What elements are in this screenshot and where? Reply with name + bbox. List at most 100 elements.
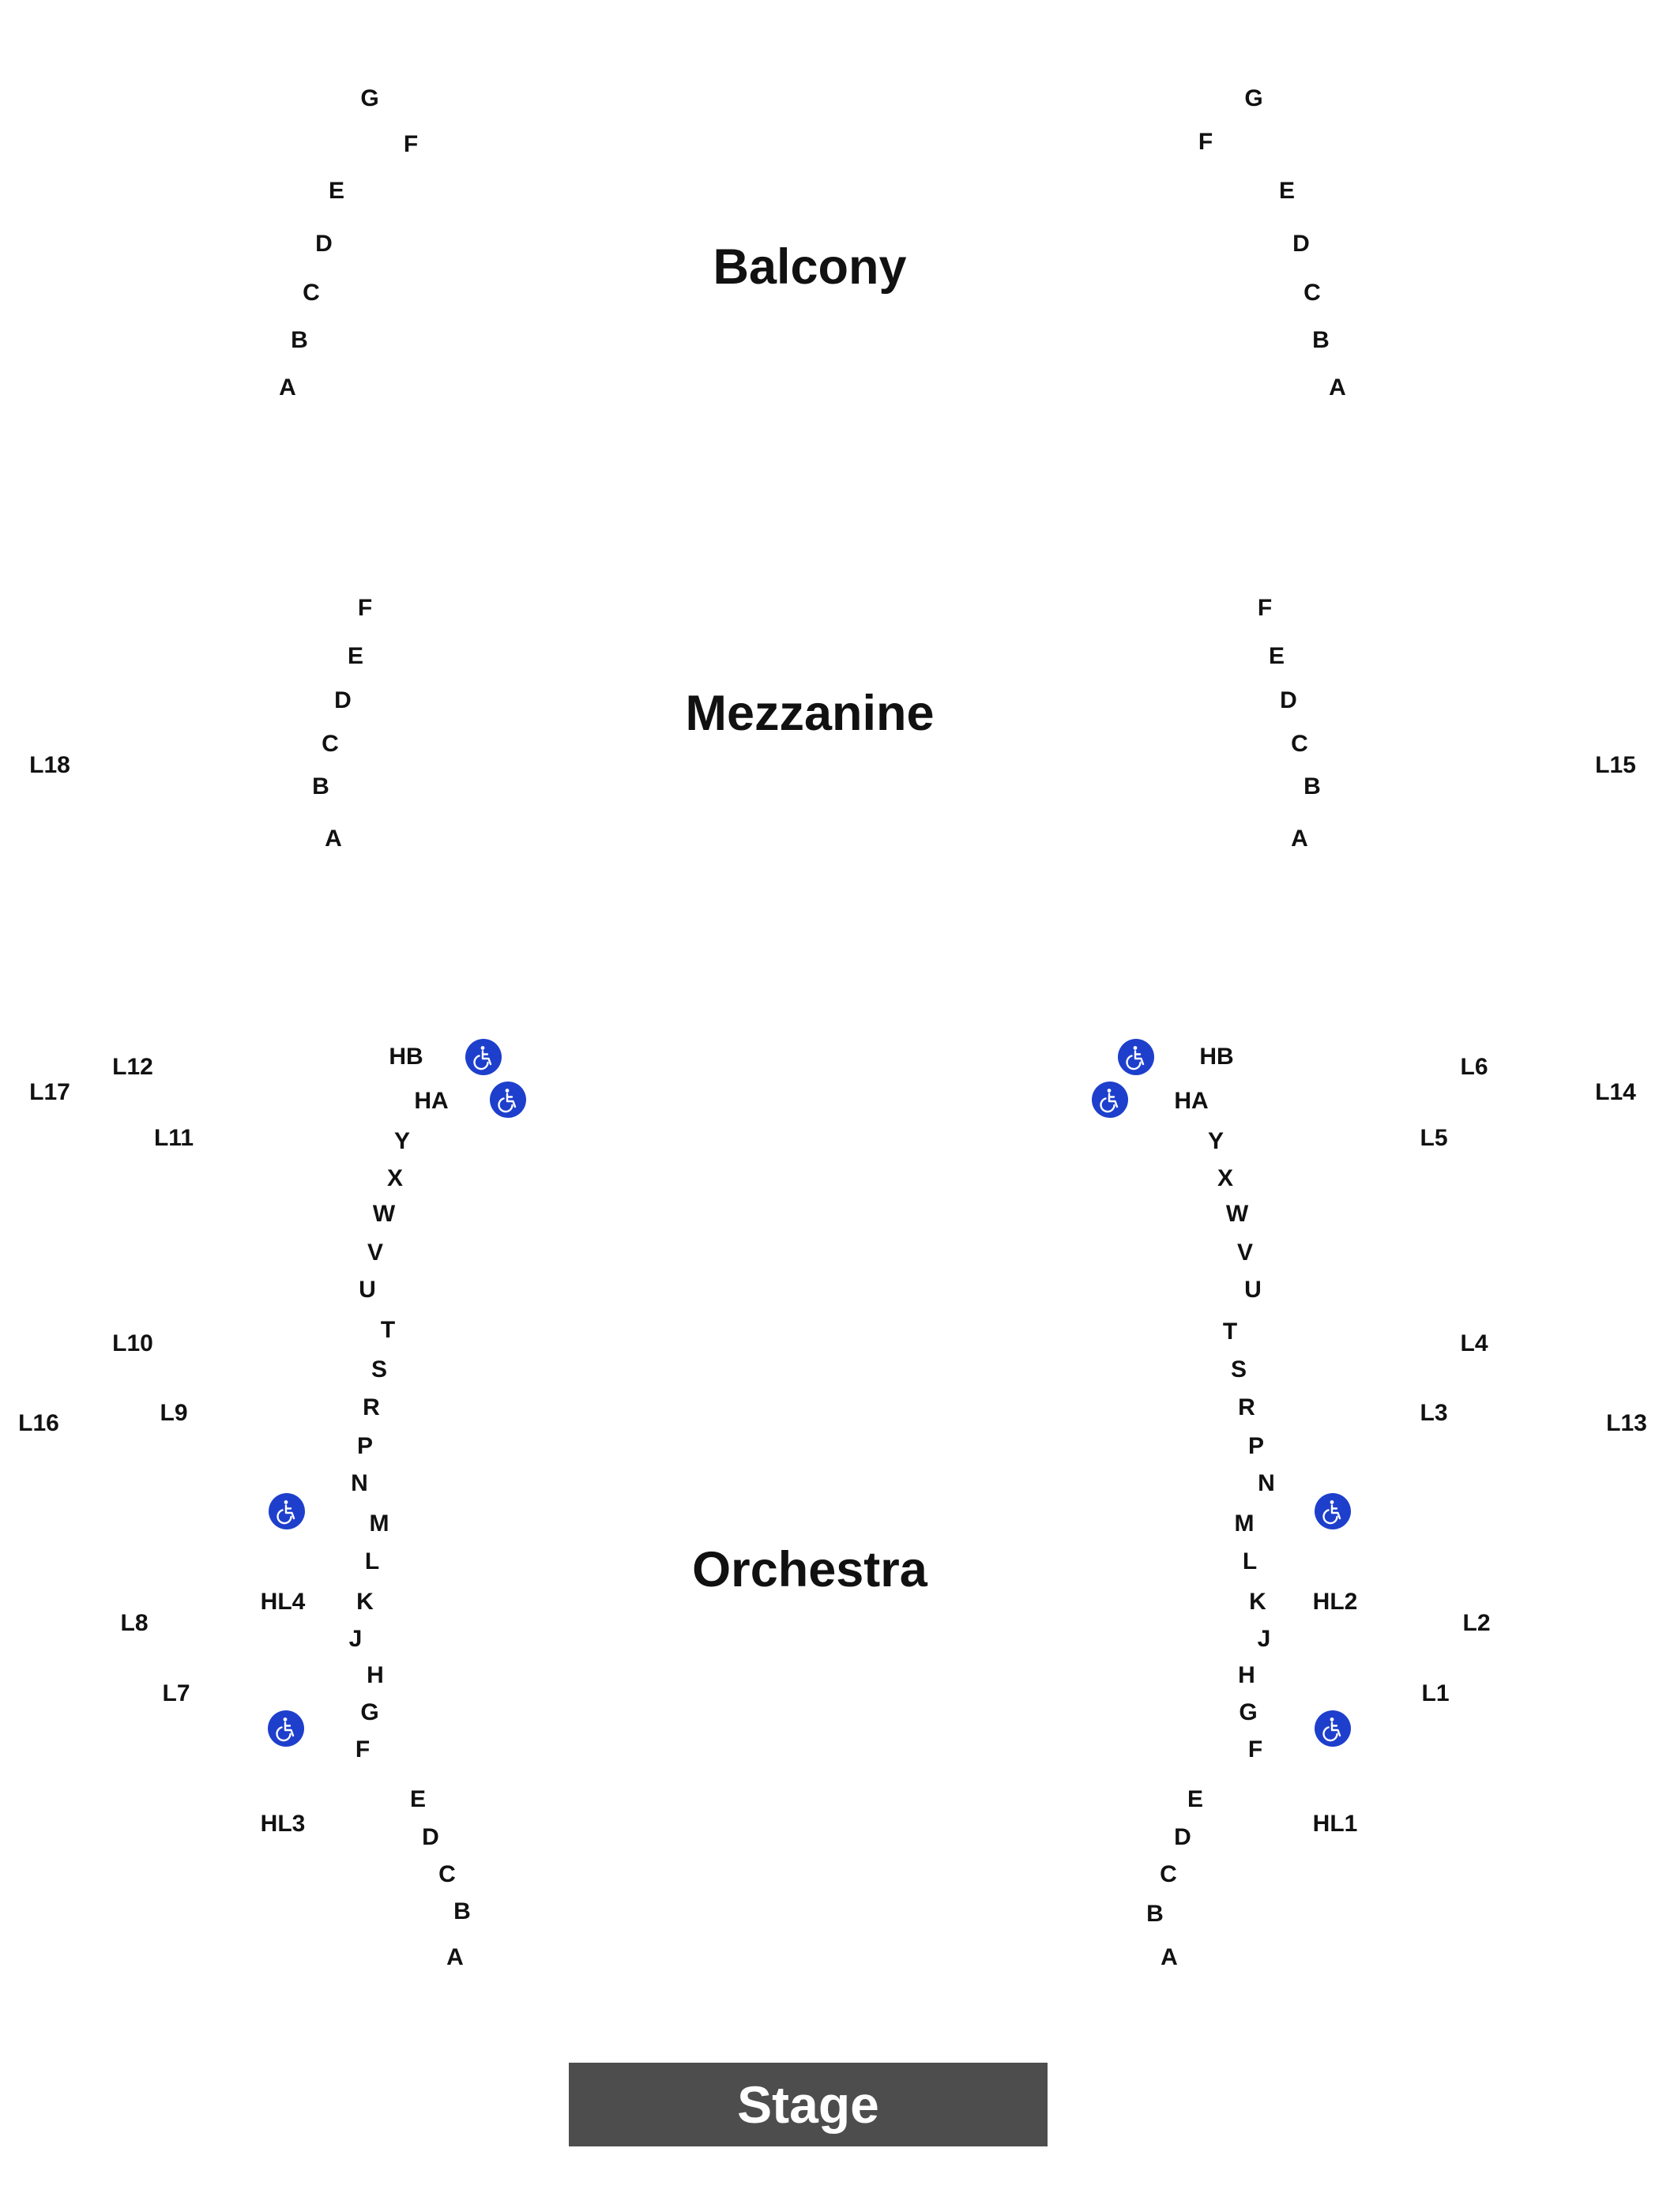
wheelchair-icon[interactable] <box>269 1493 305 1529</box>
row-label-orchestra-right-k[interactable]: K <box>1249 1589 1266 1615</box>
row-label-orchestra-left-a[interactable]: A <box>446 1944 464 1970</box>
row-label-orchestra-right-v[interactable]: V <box>1236 1240 1254 1266</box>
row-label-orchestra-right-s[interactable]: S <box>1230 1356 1247 1382</box>
row-label-mezzanine-left-e[interactable]: E <box>347 643 364 669</box>
box-label-l15[interactable]: L15 <box>1595 752 1636 778</box>
box-label-l13[interactable]: L13 <box>1606 1410 1647 1436</box>
row-label-balcony-right-d[interactable]: D <box>1292 231 1310 257</box>
row-label-orchestra-right-c[interactable]: C <box>1160 1861 1177 1887</box>
row-label-orchestra-right-m[interactable]: M <box>1234 1510 1255 1537</box>
row-label-mezzanine-left-f[interactable]: F <box>357 595 373 621</box>
box-label-l3[interactable]: L3 <box>1420 1400 1448 1426</box>
row-label-orchestra-left-j[interactable]: J <box>348 1626 363 1652</box>
row-label-orchestra-left-hb[interactable]: HB <box>389 1044 423 1070</box>
row-label-orchestra-right-h[interactable]: H <box>1238 1662 1255 1688</box>
row-label-balcony-right-b[interactable]: B <box>1312 327 1330 353</box>
row-label-orchestra-right-l[interactable]: L <box>1242 1548 1258 1574</box>
box-label-l4[interactable]: L4 <box>1460 1330 1488 1356</box>
box-label-l12[interactable]: L12 <box>112 1054 153 1080</box>
row-label-balcony-right-a[interactable]: A <box>1329 374 1346 401</box>
row-label-orchestra-left-x[interactable]: X <box>386 1165 404 1191</box>
row-label-orchestra-left-s[interactable]: S <box>371 1356 388 1382</box>
box-label-l14[interactable]: L14 <box>1595 1079 1636 1105</box>
row-label-orchestra-left-k[interactable]: K <box>356 1589 374 1615</box>
row-label-orchestra-left-d[interactable]: D <box>422 1824 439 1850</box>
wheelchair-icon[interactable] <box>490 1082 526 1118</box>
row-label-orchestra-left-c[interactable]: C <box>438 1861 456 1887</box>
row-label-balcony-left-e[interactable]: E <box>328 178 345 204</box>
row-label-mezzanine-right-b[interactable]: B <box>1304 773 1321 799</box>
box-label-l16[interactable]: L16 <box>18 1410 59 1436</box>
row-label-orchestra-right-u[interactable]: U <box>1244 1277 1262 1303</box>
row-label-orchestra-right-y[interactable]: Y <box>1207 1128 1224 1154</box>
row-label-orchestra-left-e[interactable]: E <box>409 1786 427 1812</box>
row-label-mezzanine-right-c[interactable]: C <box>1291 731 1308 757</box>
row-label-mezzanine-right-a[interactable]: A <box>1291 826 1308 852</box>
box-label-l2[interactable]: L2 <box>1462 1610 1491 1636</box>
row-label-orchestra-left-m[interactable]: M <box>369 1510 389 1537</box>
box-label-l8[interactable]: L8 <box>120 1610 149 1636</box>
row-label-mezzanine-left-b[interactable]: B <box>312 773 329 799</box>
wheelchair-icon[interactable] <box>1315 1710 1351 1747</box>
row-label-orchestra-right-w[interactable]: W <box>1225 1201 1249 1227</box>
row-label-orchestra-right-f[interactable]: F <box>1247 1736 1263 1762</box>
box-label-l7[interactable]: L7 <box>162 1680 190 1706</box>
box-label-l9[interactable]: L9 <box>160 1400 188 1426</box>
box-label-l10[interactable]: L10 <box>112 1330 153 1356</box>
row-label-balcony-right-f[interactable]: F <box>1198 129 1213 155</box>
row-label-orchestra-left-ha[interactable]: HA <box>414 1088 449 1114</box>
row-label-mezzanine-right-f[interactable]: F <box>1257 595 1273 621</box>
wheelchair-icon[interactable] <box>268 1710 304 1747</box>
box-label-hl1[interactable]: HL1 <box>1312 1811 1358 1837</box>
box-label-l5[interactable]: L5 <box>1420 1125 1448 1151</box>
row-label-orchestra-left-t[interactable]: T <box>380 1317 396 1343</box>
box-label-hl4[interactable]: HL4 <box>260 1589 306 1615</box>
row-label-orchestra-right-t[interactable]: T <box>1222 1319 1238 1345</box>
row-label-orchestra-left-g[interactable]: G <box>360 1699 379 1725</box>
box-label-l11[interactable]: L11 <box>153 1125 194 1151</box>
row-label-balcony-right-g[interactable]: G <box>1244 85 1263 111</box>
row-label-orchestra-right-r[interactable]: R <box>1238 1394 1255 1420</box>
box-label-l6[interactable]: L6 <box>1460 1054 1488 1080</box>
row-label-orchestra-right-j[interactable]: J <box>1257 1626 1271 1652</box>
row-label-orchestra-right-a[interactable]: A <box>1161 1944 1178 1970</box>
row-label-orchestra-right-e[interactable]: E <box>1187 1786 1204 1812</box>
row-label-balcony-left-a[interactable]: A <box>279 374 296 401</box>
row-label-orchestra-right-hb[interactable]: HB <box>1199 1044 1234 1070</box>
row-label-orchestra-left-u[interactable]: U <box>359 1277 376 1303</box>
row-label-orchestra-left-l[interactable]: L <box>364 1548 380 1574</box>
box-label-hl2[interactable]: HL2 <box>1312 1589 1358 1615</box>
row-label-orchestra-right-b[interactable]: B <box>1146 1901 1164 1927</box>
row-label-orchestra-left-v[interactable]: V <box>367 1240 384 1266</box>
row-label-balcony-left-d[interactable]: D <box>315 231 333 257</box>
row-label-mezzanine-left-d[interactable]: D <box>334 687 352 713</box>
wheelchair-icon[interactable] <box>465 1039 502 1075</box>
box-label-hl3[interactable]: HL3 <box>260 1811 306 1837</box>
wheelchair-icon[interactable] <box>1315 1493 1351 1529</box>
row-label-balcony-right-c[interactable]: C <box>1304 280 1321 306</box>
box-label-l1[interactable]: L1 <box>1421 1680 1450 1706</box>
row-label-mezzanine-left-c[interactable]: C <box>322 731 339 757</box>
row-label-orchestra-right-ha[interactable]: HA <box>1174 1088 1209 1114</box>
row-label-orchestra-left-y[interactable]: Y <box>393 1128 411 1154</box>
row-label-orchestra-left-p[interactable]: P <box>356 1433 374 1459</box>
row-label-orchestra-left-f[interactable]: F <box>355 1736 371 1762</box>
row-label-mezzanine-right-e[interactable]: E <box>1268 643 1285 669</box>
row-label-orchestra-right-n[interactable]: N <box>1258 1470 1275 1496</box>
row-label-balcony-left-g[interactable]: G <box>360 85 379 111</box>
row-label-mezzanine-right-d[interactable]: D <box>1280 687 1297 713</box>
row-label-orchestra-right-x[interactable]: X <box>1217 1165 1234 1191</box>
row-label-balcony-right-e[interactable]: E <box>1278 178 1296 204</box>
box-label-l17[interactable]: L17 <box>29 1079 70 1105</box>
row-label-mezzanine-left-a[interactable]: A <box>325 826 342 852</box>
wheelchair-icon[interactable] <box>1118 1039 1154 1075</box>
row-label-balcony-left-b[interactable]: B <box>291 327 308 353</box>
row-label-orchestra-left-n[interactable]: N <box>351 1470 368 1496</box>
row-label-orchestra-left-h[interactable]: H <box>367 1662 384 1688</box>
wheelchair-icon[interactable] <box>1092 1082 1128 1118</box>
row-label-balcony-left-c[interactable]: C <box>303 280 320 306</box>
row-label-orchestra-right-d[interactable]: D <box>1174 1824 1191 1850</box>
row-label-orchestra-left-r[interactable]: R <box>363 1394 380 1420</box>
row-label-orchestra-left-b[interactable]: B <box>453 1898 471 1924</box>
row-label-orchestra-right-g[interactable]: G <box>1239 1699 1258 1725</box>
